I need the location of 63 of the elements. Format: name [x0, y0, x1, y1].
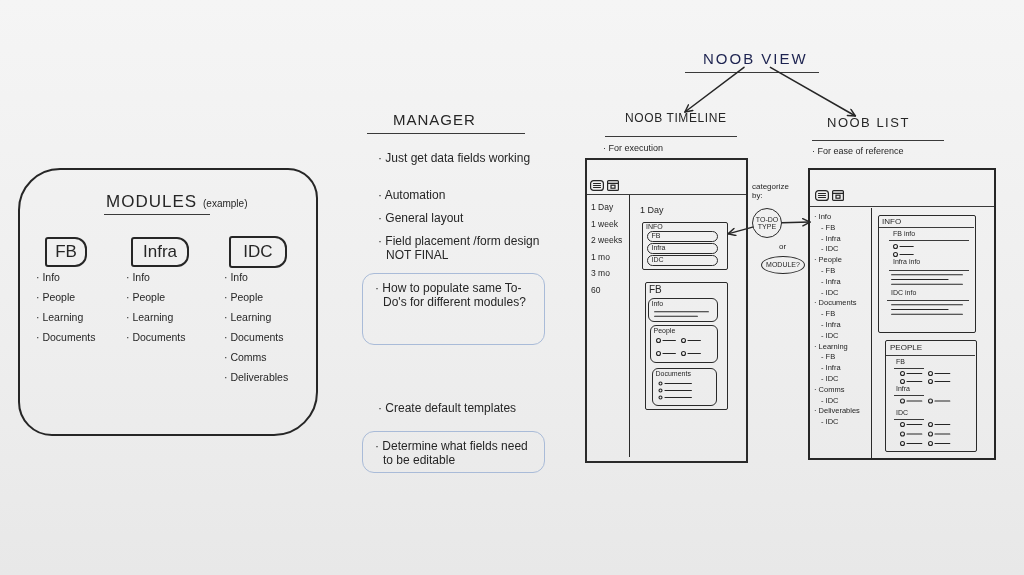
nav-item: 1 week [591, 217, 618, 231]
list-item: · General layout [378, 211, 465, 226]
list-item: · Info [126, 271, 150, 284]
annotation-text: categorize by: [752, 183, 790, 201]
list-item: · Comms [224, 351, 267, 364]
arrow [684, 66, 745, 113]
list-item: · Learning [36, 311, 84, 324]
list-item: · Documents [224, 331, 284, 344]
heading-text: NOOB LIST [827, 116, 910, 131]
card-title: INFO [882, 217, 902, 227]
content-card [642, 222, 728, 270]
section-box [647, 297, 718, 322]
list-item: · Just get data fields working [378, 151, 532, 166]
arrow [781, 217, 811, 227]
content-card [645, 282, 728, 410]
card-title: FB [649, 284, 662, 296]
list-item: · People [224, 291, 264, 304]
content-card [878, 215, 976, 333]
module-name: FB [55, 242, 77, 262]
card-title: PEOPLE [890, 343, 922, 353]
list-item: · Field placement /form design NOT FINAL [378, 234, 541, 263]
list-item: · Deliverables [224, 371, 289, 384]
module-tab [45, 237, 87, 267]
list-item: · Create default templates [378, 401, 518, 416]
pane-heading: 1 Day [640, 205, 664, 216]
subtitle-text: · For execution [603, 143, 664, 154]
list-item: · Documents [36, 331, 96, 344]
list-item: · People [126, 291, 166, 304]
wireframe-window [585, 158, 748, 463]
arrow [769, 66, 857, 117]
arrow [727, 226, 754, 237]
heading-text: NOOB VIEW [703, 50, 808, 68]
list-item: · Info [224, 271, 248, 284]
section-heading: MANAGER [393, 111, 476, 129]
wireframe-window [808, 168, 996, 460]
nav-item: 1 mo [591, 250, 610, 264]
content-card [885, 340, 977, 452]
section-box [651, 367, 717, 406]
note-text: · Determine what fields need to be editable [375, 439, 529, 468]
note-text: · How to populate same To-Do's for different modules? [375, 281, 527, 310]
annotation-text: or [779, 242, 787, 252]
note-box [362, 431, 545, 473]
group-box [18, 168, 318, 436]
subtitle-text: · For ease of reference [812, 146, 904, 157]
module-name: Infra [143, 242, 177, 262]
list-item: · Documents [126, 331, 186, 344]
module-name: IDC [243, 242, 273, 262]
module-tab [131, 237, 189, 267]
list-item: · Automation [378, 188, 447, 203]
list-item: · Learning [126, 311, 174, 324]
section-heading: MODULES [106, 192, 198, 212]
module-tab [229, 236, 287, 268]
list-item: · Info [36, 271, 60, 284]
list-item: · People [36, 291, 76, 304]
nav-item: 3 mo [591, 267, 610, 280]
list-item: · Learning [224, 311, 272, 324]
section-box [649, 324, 718, 363]
nav-item: 60 [591, 283, 601, 297]
heading-note: (example) [203, 198, 248, 210]
note-box [362, 273, 545, 345]
nav-item: 2 weeks [591, 234, 623, 247]
heading-text: NOOB TIMELINE [625, 112, 727, 126]
nav-item: 1 Day [591, 201, 614, 214]
